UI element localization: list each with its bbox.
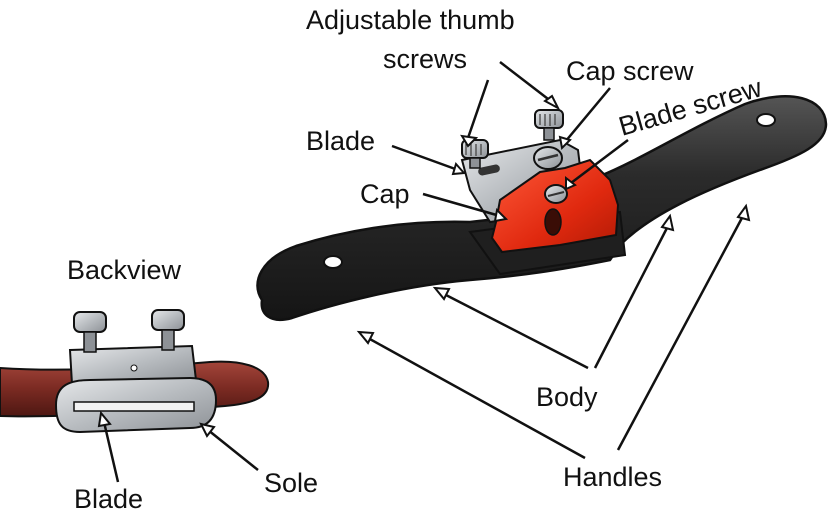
label-blade-top: Blade	[306, 126, 375, 156]
arrow-body-left	[432, 286, 589, 370]
handle-hole-right	[756, 113, 776, 127]
label-handles: Handles	[563, 462, 662, 492]
label-blade-bottom: Blade	[74, 484, 143, 514]
arrow-blade-bottom	[97, 410, 120, 483]
spokeshave-back-view	[0, 309, 270, 434]
arrow-thumb-screw-right	[499, 61, 561, 111]
arrow-cap	[422, 192, 509, 223]
callout-arrows	[97, 61, 751, 483]
blade-screw	[544, 184, 568, 204]
thumb-screw-right	[534, 109, 564, 141]
handle-hole-left	[323, 255, 343, 269]
cap-slot	[544, 208, 562, 236]
blade-slot	[478, 164, 500, 176]
back-thumb-screw-right	[151, 309, 185, 351]
label-cap: Cap	[360, 179, 410, 209]
spokeshave-cap	[490, 158, 620, 254]
arrow-blade-top	[391, 144, 467, 176]
arrow-sole	[199, 422, 259, 471]
arrow-body-right	[593, 213, 675, 369]
label-adjustable-thumb-line2: screws	[383, 44, 467, 74]
arrow-handle-right	[616, 203, 751, 451]
label-cap-screw: Cap screw	[566, 56, 694, 86]
cap-screw	[533, 146, 563, 170]
arrow-cap-screw	[558, 87, 611, 151]
label-sole: Sole	[264, 468, 318, 498]
back-view-blade-slot	[73, 401, 195, 412]
label-body: Body	[536, 382, 598, 412]
label-adjustable-thumb-line1: Adjustable thumb	[306, 5, 515, 35]
label-backview: Backview	[67, 255, 182, 285]
arrow-handle-left	[356, 330, 586, 460]
labels: Adjustable thumb screws Cap screw Blade …	[67, 5, 766, 514]
back-thumb-screw-left	[73, 311, 107, 353]
arrow-blade-screw	[565, 139, 629, 191]
arrow-thumb-screw-left	[460, 79, 490, 148]
